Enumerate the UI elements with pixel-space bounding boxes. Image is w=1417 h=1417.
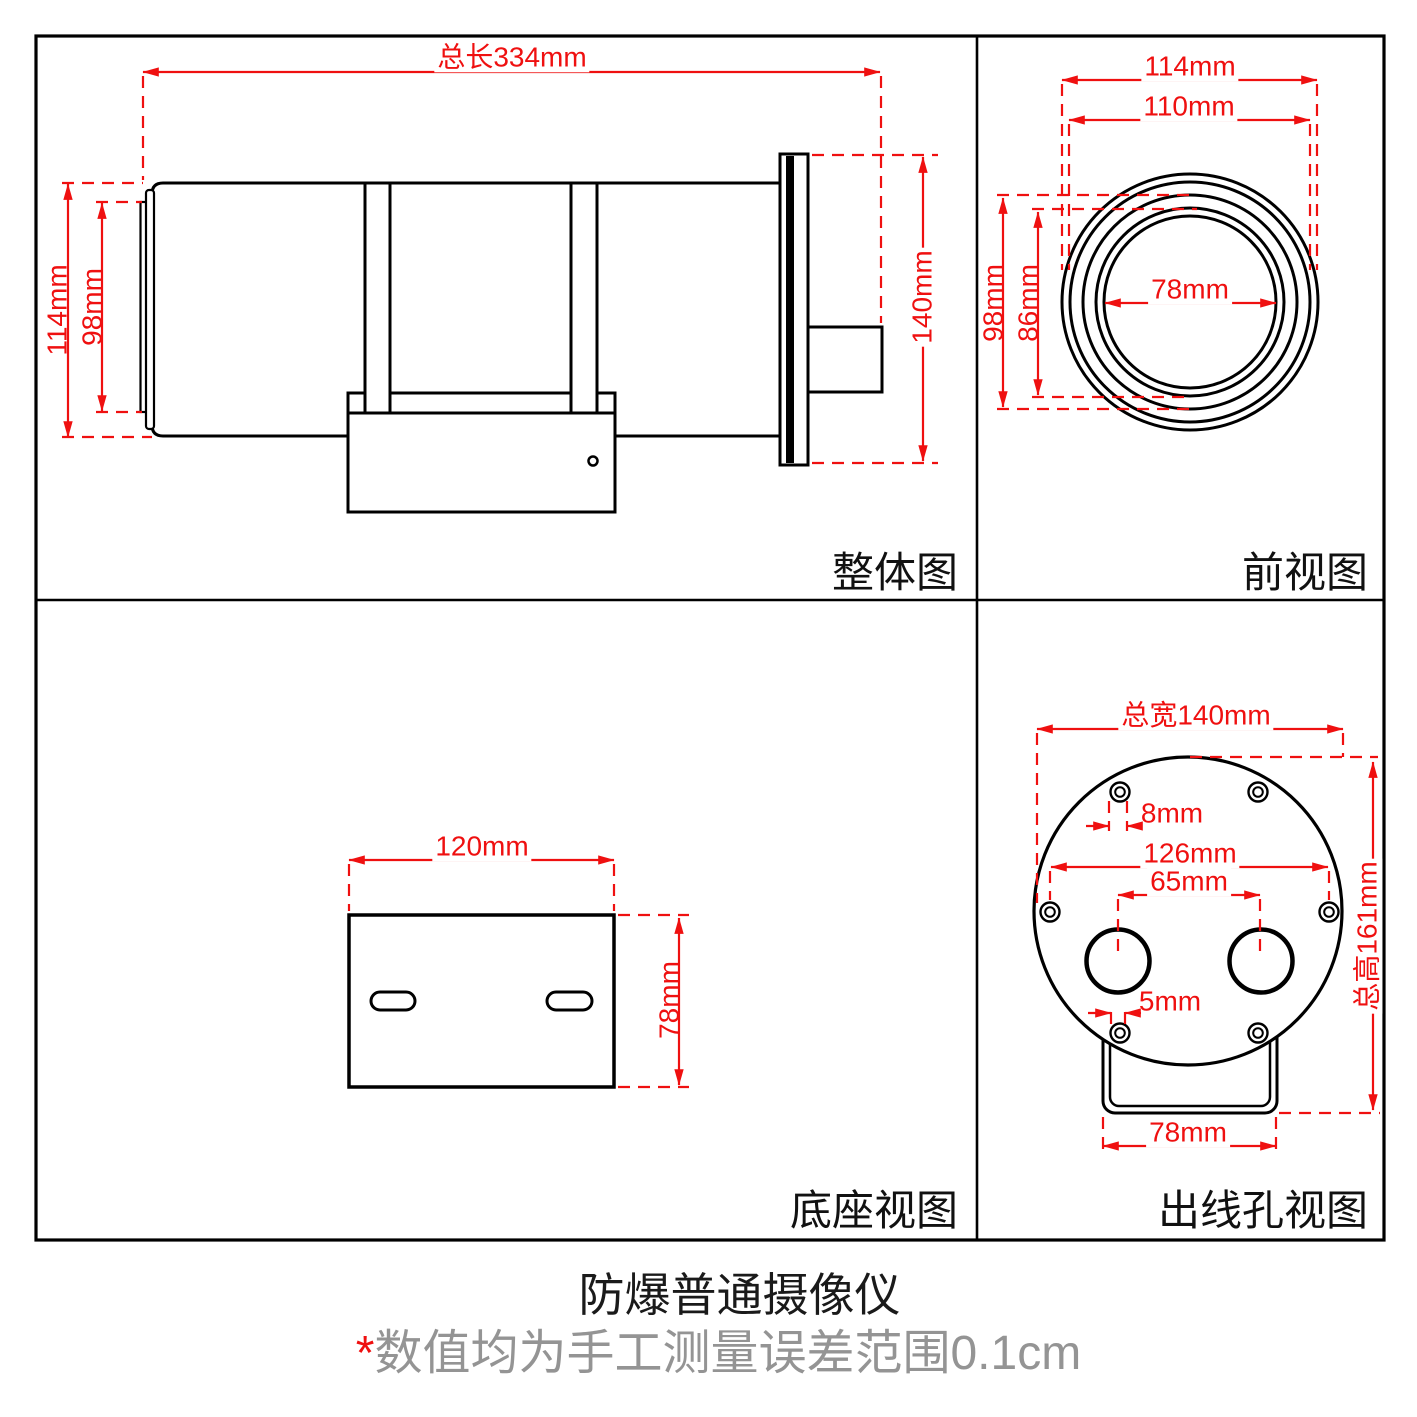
dim-label-screw-pitch: 126mm — [1140, 837, 1240, 869]
view-label-overall: 整体图 — [831, 549, 958, 596]
junction-box-hole — [587, 455, 599, 467]
overall-view-drawing — [139, 152, 884, 514]
note-asterisk: * — [355, 1327, 375, 1380]
rear-flange-band — [786, 156, 794, 463]
dim-label-front-od: 114mm — [41, 264, 73, 356]
lens-ring-inner — [144, 188, 156, 431]
dim-label-face-dia: 110mm — [1140, 90, 1238, 122]
base-view-drawing — [347, 913, 616, 1089]
dim-label-overall-width: 总宽140mm — [1118, 699, 1274, 731]
dim-label-inner-hole: 5mm — [1138, 985, 1202, 1017]
note-text: 数值均为手工测量误差范围0.1cm — [374, 1327, 1082, 1380]
dim-label-rear-od: 140mm — [906, 247, 938, 347]
dim-label-glass-dia: 78mm — [1148, 273, 1232, 305]
cable-gland-hole-right — [1227, 927, 1295, 995]
dim-label-bracket-width: 78mm — [1146, 1116, 1230, 1148]
cable-connector — [806, 325, 884, 394]
outlet-view-drawing — [1032, 755, 1344, 1115]
base-slot-right — [545, 990, 594, 1012]
view-label-base: 底座视图 — [789, 1187, 958, 1234]
view-label-front: 前视图 — [1241, 549, 1368, 596]
mount-post-left — [363, 181, 392, 415]
dim-label-gland-pitch: 65mm — [1147, 865, 1231, 897]
cable-gland-hole-left — [1084, 927, 1152, 995]
dim-label-total-length: 总长334mm — [434, 41, 590, 73]
sheet-frame — [34, 34, 1386, 1242]
dim-label-screw-hole: 8mm — [1140, 797, 1204, 829]
dim-label-overall-height: 总高161mm — [1351, 858, 1383, 1014]
dim-label-plate-depth: 78mm — [653, 961, 685, 1039]
dim-label-outer-dia: 114mm — [1141, 50, 1239, 82]
dim-label-vert-inner: 86mm — [1012, 264, 1044, 342]
junction-box — [346, 411, 617, 514]
dim-label-plate-width: 120mm — [432, 830, 532, 862]
mount-post-right — [569, 181, 599, 415]
product-title: 防爆普通摄像仪 — [578, 1269, 901, 1321]
measurement-note: *数值均为手工测量误差范围0.1cm — [355, 1327, 1082, 1381]
outlet-view-dimensions — [1035, 724, 1380, 1151]
view-label-outlet: 出线孔视图 — [1157, 1187, 1368, 1234]
dim-label-front-id: 98mm — [76, 268, 108, 346]
base-slot-left — [369, 990, 417, 1012]
screw-hole — [1039, 781, 1340, 1044]
dim-label-vert-outer: 98mm — [977, 264, 1009, 342]
